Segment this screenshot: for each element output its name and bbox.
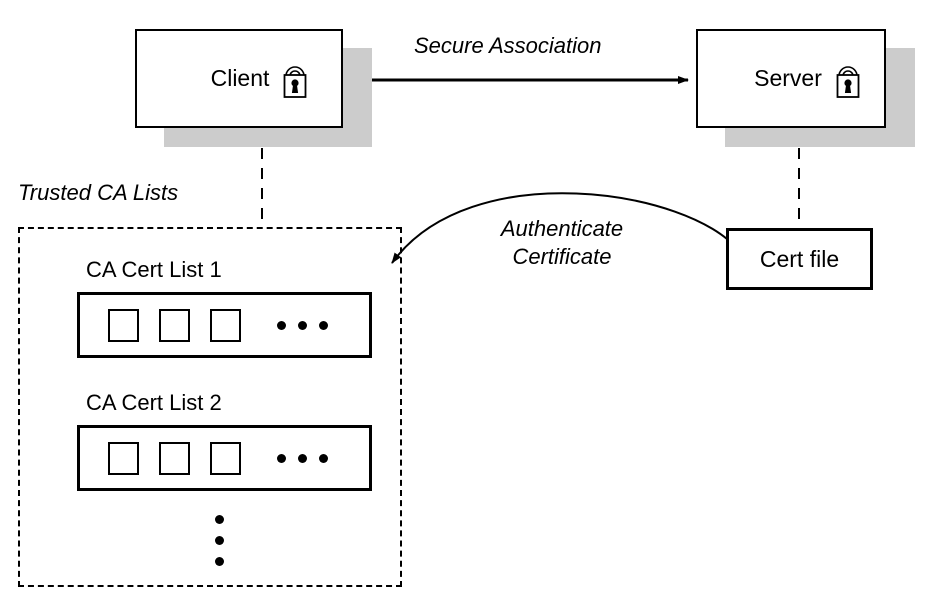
ca-cert-list-2-title: CA Cert List 2 bbox=[86, 390, 222, 415]
authenticate-certificate-line2: Certificate bbox=[512, 243, 612, 269]
ca-cert-list-2-box[interactable] bbox=[77, 425, 372, 491]
secure-association-label: Secure Association bbox=[414, 33, 602, 58]
server-box[interactable]: Server bbox=[696, 29, 886, 128]
padlock-icon bbox=[832, 59, 864, 99]
ca-cert-list-2-items bbox=[108, 441, 328, 475]
server-label: Server bbox=[754, 65, 822, 91]
ca-cert-list-1-title: CA Cert List 1 bbox=[86, 257, 222, 282]
cert-file-label: Cert file bbox=[759, 245, 840, 272]
ca-cert-item[interactable] bbox=[108, 308, 139, 342]
padlock-icon bbox=[279, 59, 311, 99]
ca-cert-list-1-box[interactable] bbox=[77, 292, 372, 358]
ca-cert-item[interactable] bbox=[159, 308, 190, 342]
client-label: Client bbox=[210, 65, 270, 91]
ca-cert-list-2-ellipsis bbox=[277, 453, 328, 463]
authenticate-certificate-arc-path bbox=[391, 192, 739, 264]
authenticate-certificate-line1: Authenticate bbox=[500, 216, 624, 241]
ca-cert-item[interactable] bbox=[108, 441, 139, 475]
ca-cert-list-1-ellipsis bbox=[277, 320, 328, 330]
ca-cert-list-1-items bbox=[108, 308, 328, 342]
ca-cert-item[interactable] bbox=[159, 441, 190, 475]
trusted-ca-lists-heading: Trusted CA Lists bbox=[18, 180, 179, 205]
ca-cert-item[interactable] bbox=[210, 308, 241, 342]
ca-cert-item[interactable] bbox=[210, 441, 241, 475]
more-ca-lists-vertical-ellipsis bbox=[215, 515, 224, 566]
cert-file-box[interactable]: Cert file bbox=[726, 228, 873, 290]
client-box[interactable]: Client bbox=[135, 29, 343, 128]
authenticate-certificate-label: Authenticate Certificate bbox=[482, 215, 642, 270]
trusted-ca-lists-region bbox=[18, 227, 402, 587]
